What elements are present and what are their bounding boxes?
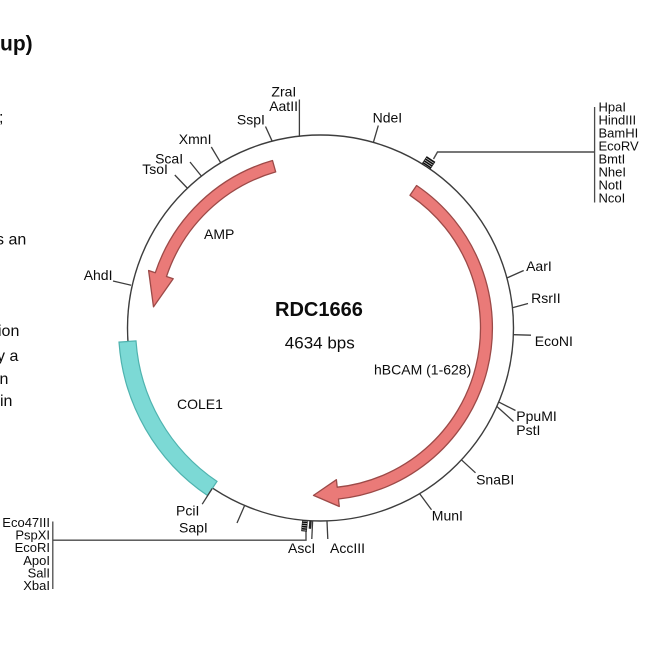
svg-text:PstI: PstI bbox=[516, 422, 540, 438]
svg-text:MunI: MunI bbox=[432, 508, 463, 524]
svg-text:AhdI: AhdI bbox=[84, 267, 113, 283]
svg-text:AscI: AscI bbox=[288, 540, 315, 556]
svg-text:NcoI: NcoI bbox=[599, 191, 626, 206]
svg-text:in: in bbox=[0, 393, 12, 410]
svg-text:ion: ion bbox=[0, 323, 19, 340]
svg-text:up): up) bbox=[0, 33, 33, 56]
svg-text:n: n bbox=[0, 371, 8, 388]
svg-text:AarI: AarI bbox=[526, 258, 552, 274]
svg-text:SalI: SalI bbox=[28, 565, 50, 580]
svg-text:BamHI: BamHI bbox=[599, 126, 639, 141]
svg-text:AatII: AatII bbox=[269, 98, 298, 114]
svg-text:BmtI: BmtI bbox=[599, 152, 626, 167]
svg-text:NotI: NotI bbox=[599, 178, 623, 193]
svg-text:EcoRV: EcoRV bbox=[599, 139, 640, 154]
svg-text:COLE1: COLE1 bbox=[177, 396, 223, 412]
svg-text:SnaBI: SnaBI bbox=[476, 472, 514, 488]
svg-text:s an: s an bbox=[0, 232, 26, 249]
svg-text:HindIII: HindIII bbox=[599, 113, 637, 128]
svg-text:XmnI: XmnI bbox=[179, 131, 212, 147]
svg-text:RDC1666: RDC1666 bbox=[275, 299, 363, 321]
svg-text:ScaI: ScaI bbox=[155, 150, 183, 166]
svg-text:Eco47III: Eco47III bbox=[2, 515, 50, 530]
svg-text:SspI: SspI bbox=[237, 112, 265, 128]
svg-text:AMP: AMP bbox=[204, 226, 234, 242]
svg-text:EcoNI: EcoNI bbox=[535, 333, 573, 349]
svg-text:y a: y a bbox=[0, 348, 18, 365]
svg-text:NdeI: NdeI bbox=[373, 110, 403, 126]
svg-text:;: ; bbox=[0, 110, 3, 127]
svg-text:PpuMI: PpuMI bbox=[516, 408, 556, 424]
svg-text:PspXI: PspXI bbox=[15, 528, 50, 543]
svg-text:4634 bps: 4634 bps bbox=[285, 334, 355, 353]
svg-text:AccIII: AccIII bbox=[330, 540, 365, 556]
svg-text:NheI: NheI bbox=[599, 165, 626, 180]
svg-text:TsoI: TsoI bbox=[142, 161, 168, 177]
svg-text:ApoI: ApoI bbox=[23, 553, 50, 568]
svg-text:EcoRI: EcoRI bbox=[15, 540, 50, 555]
svg-text:hBCAM (1-628): hBCAM (1-628) bbox=[374, 362, 471, 378]
svg-text:XbaI: XbaI bbox=[23, 578, 50, 593]
svg-text:SapI: SapI bbox=[179, 520, 208, 536]
svg-text:PciI: PciI bbox=[176, 503, 199, 519]
svg-text:HpaI: HpaI bbox=[599, 100, 626, 115]
svg-text:ZraI: ZraI bbox=[271, 84, 296, 100]
svg-text:RsrII: RsrII bbox=[531, 290, 561, 306]
